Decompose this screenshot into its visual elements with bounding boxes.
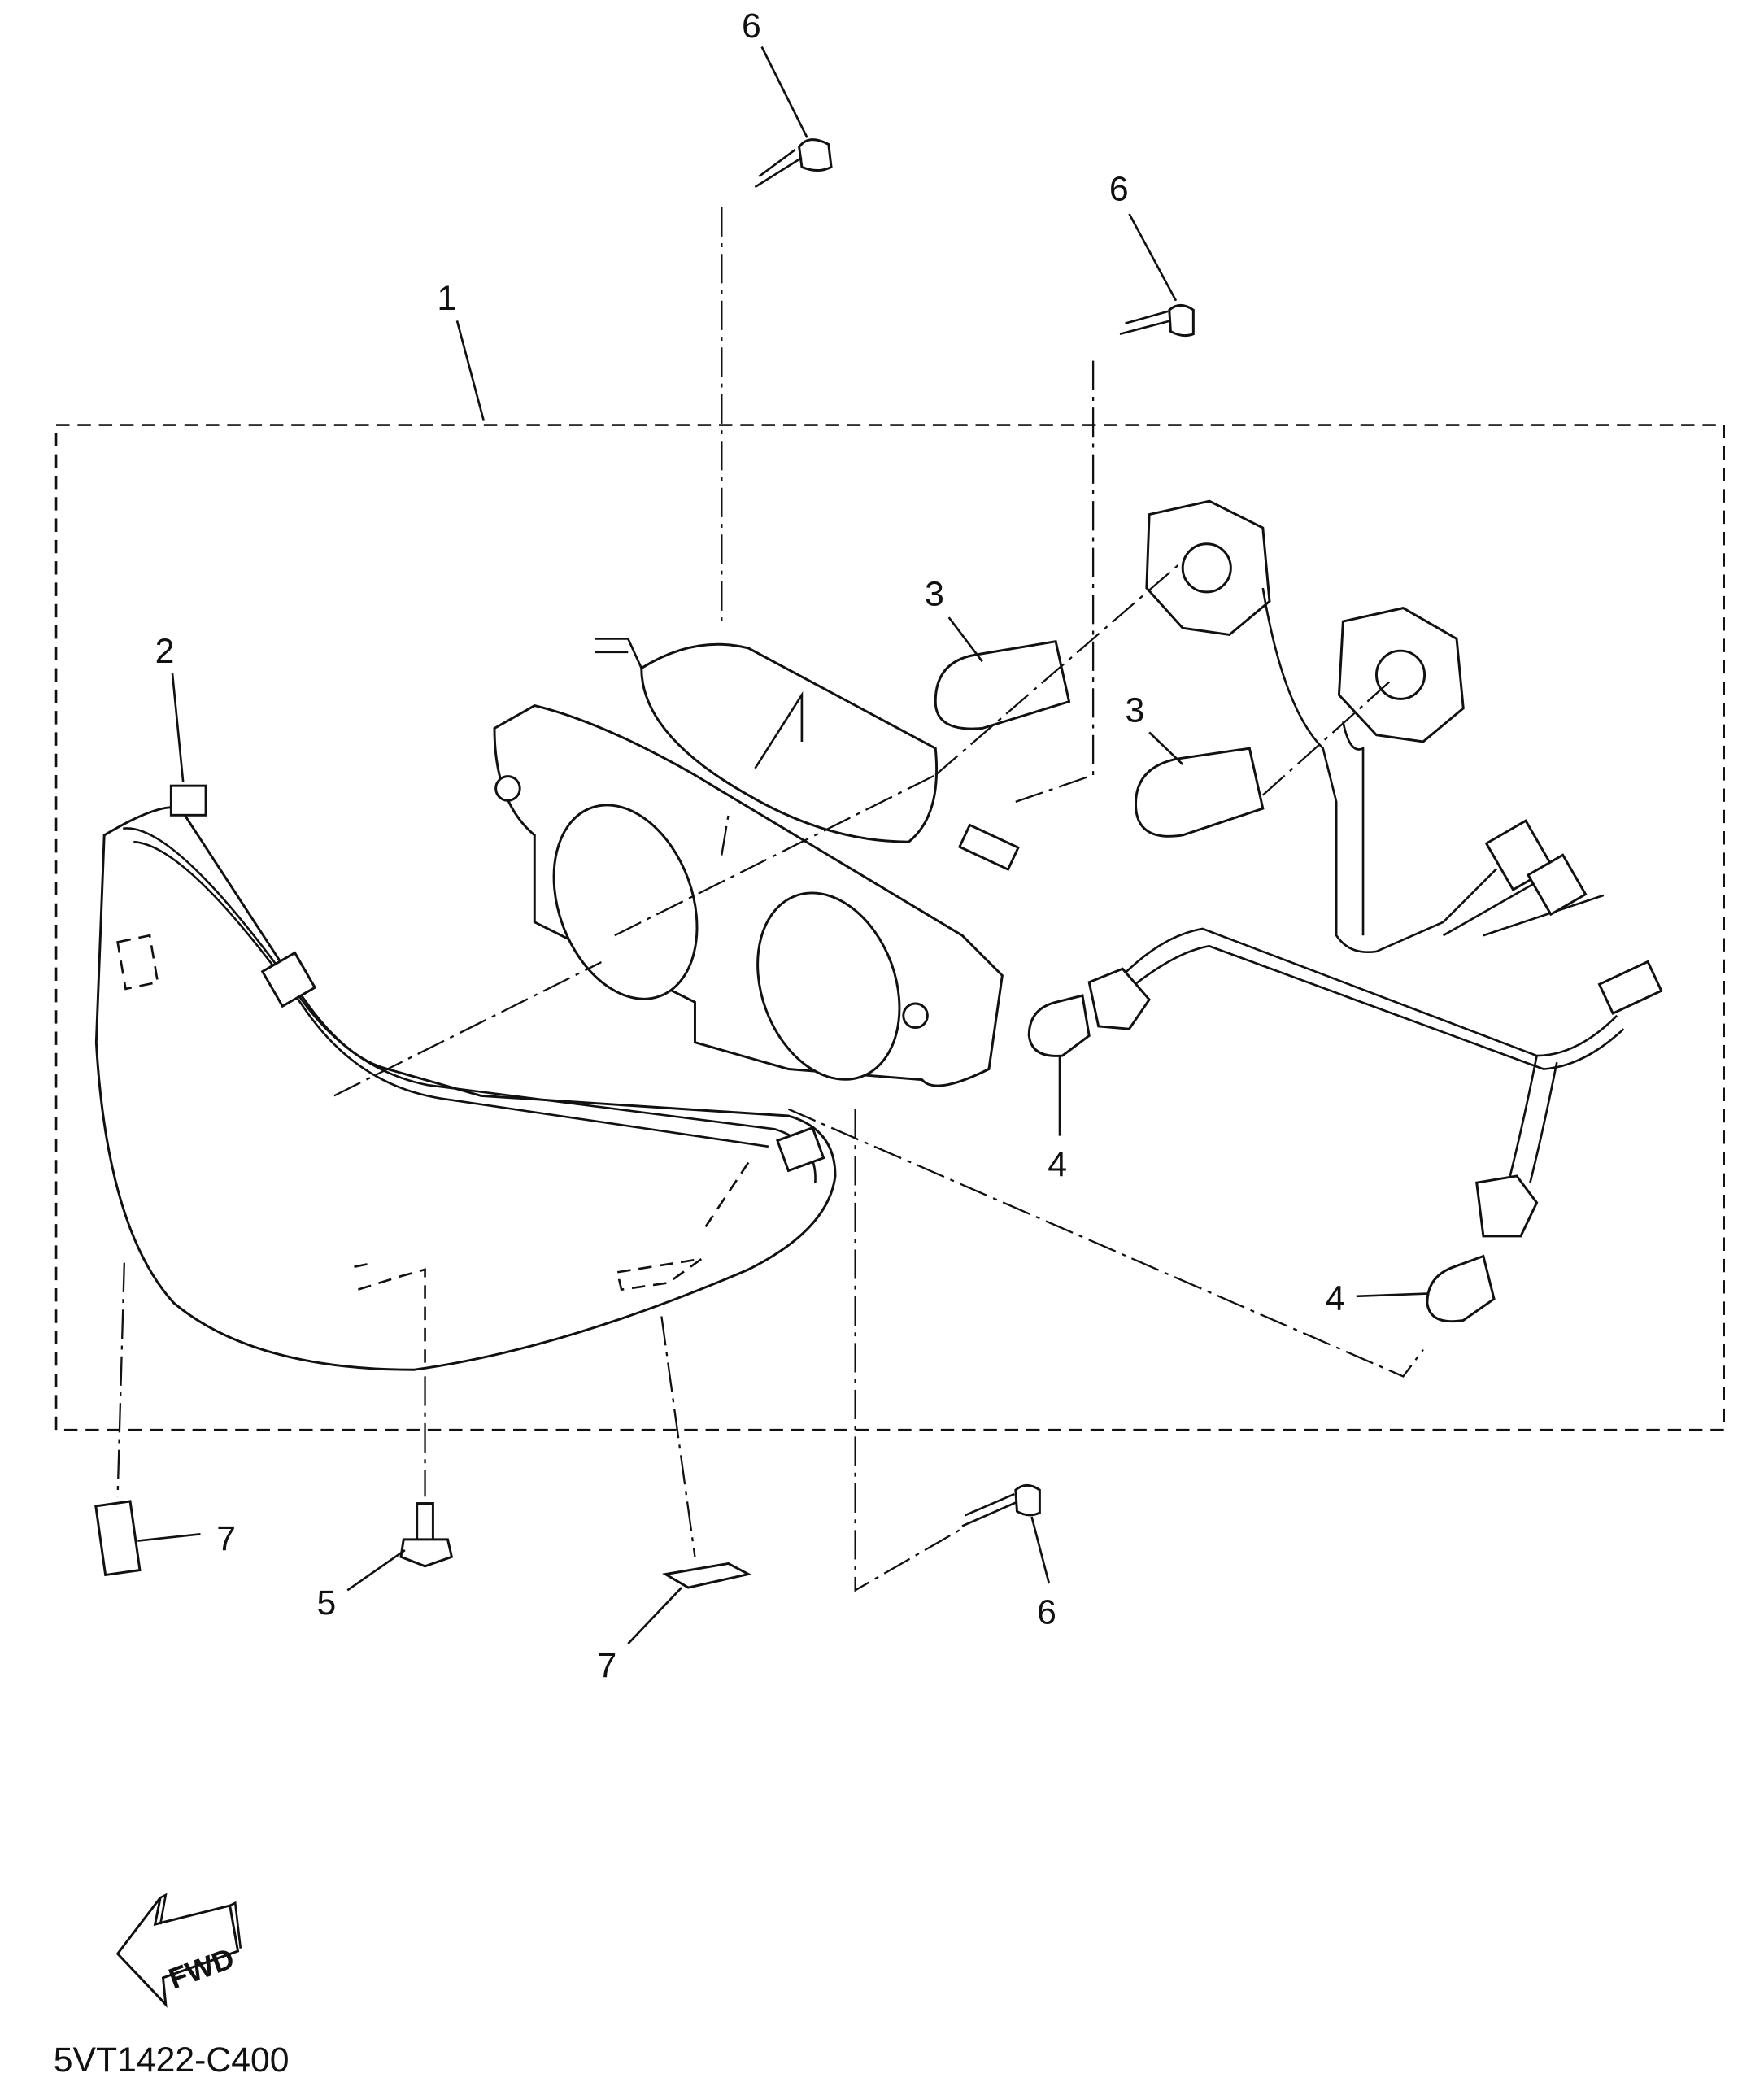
headlight-housing	[493, 638, 1020, 1087]
callout-7: 7	[216, 1519, 236, 1558]
cushion-7-right	[662, 1562, 752, 1589]
screw-6-top	[754, 138, 833, 189]
bulb-3-lower	[1135, 747, 1265, 838]
bolt-5	[399, 1502, 454, 1568]
bulb-4-lower	[1426, 1254, 1496, 1323]
socket-harness	[1087, 499, 1663, 1238]
bulb-3-upper	[934, 640, 1071, 730]
bulb-4-upper	[1027, 994, 1091, 1057]
callout-2: 2	[155, 632, 175, 671]
callout-3: 3	[1126, 690, 1145, 730]
callout-3: 3	[925, 574, 944, 613]
screw-6-bottom	[961, 1483, 1041, 1527]
lens-part	[94, 784, 837, 1371]
callout-6: 6	[742, 7, 761, 46]
callout-6: 6	[1109, 169, 1129, 208]
fwd-arrow-icon: FWD	[115, 1893, 242, 2008]
cushion-7-left	[94, 1500, 142, 1577]
callout-1: 1	[437, 279, 456, 318]
assembly-boundary	[54, 424, 1725, 1431]
callout-4: 4	[1048, 1145, 1067, 1184]
callout-4: 4	[1326, 1278, 1345, 1318]
callout-7: 7	[598, 1646, 617, 1685]
drawing-code: 5VT1422-C400	[54, 2041, 290, 2080]
screw-6-mid	[1119, 303, 1195, 338]
callout-6: 6	[1037, 1592, 1056, 1631]
callout-5: 5	[316, 1583, 336, 1622]
